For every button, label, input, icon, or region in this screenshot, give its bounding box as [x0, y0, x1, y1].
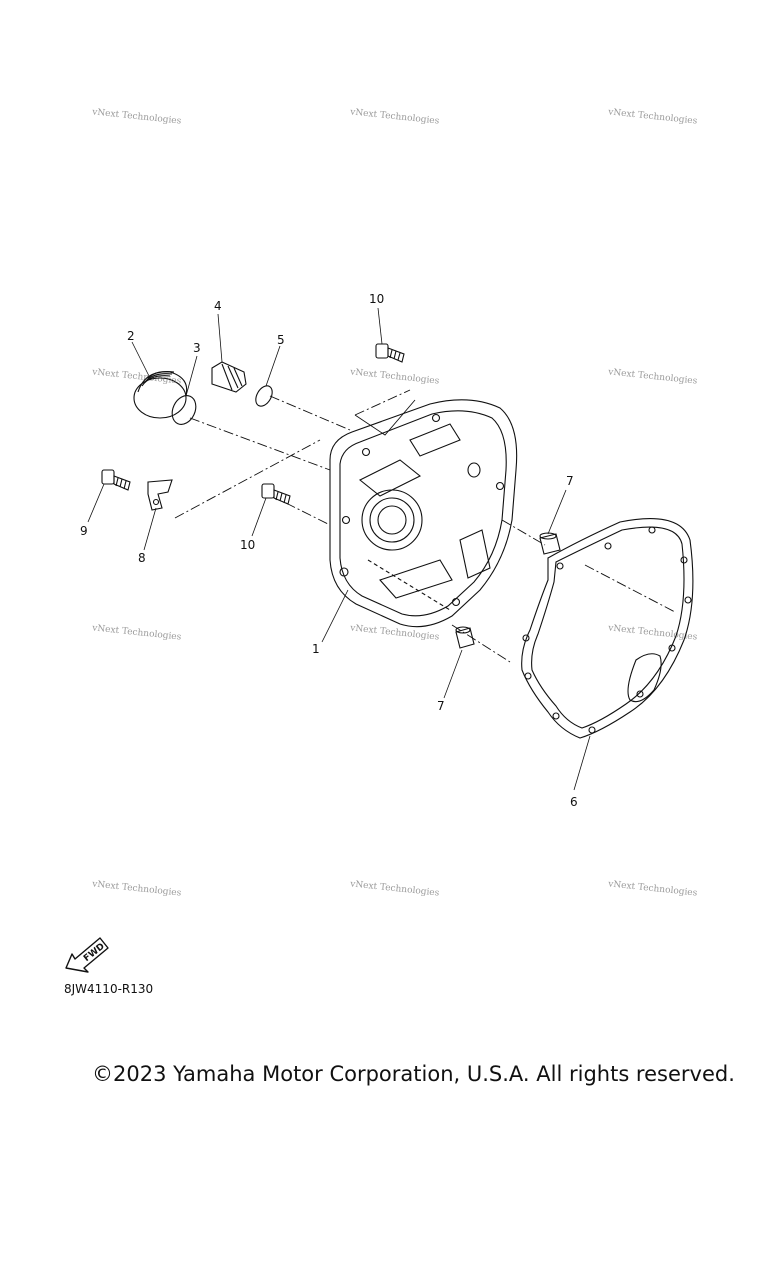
assembly-lines — [174, 389, 676, 663]
callout-2: 2 — [127, 329, 135, 343]
dowel-pin-part-7-upper — [539, 532, 561, 555]
callout-9: 9 — [80, 524, 88, 538]
leader-lines — [87, 307, 591, 791]
callout-10-mid: 10 — [240, 538, 255, 552]
bolt-part-10-mid — [261, 483, 291, 505]
clamp-part-8 — [147, 479, 173, 511]
plug-part-4 — [211, 361, 247, 393]
callout-8: 8 — [138, 551, 146, 565]
crankcase-cover-part-1 — [329, 399, 518, 628]
forward-arrow-icon: FWD — [65, 937, 109, 973]
callout-4: 4 — [214, 299, 222, 313]
o-ring-part-5 — [255, 385, 273, 407]
dowel-pin-part-7-lower — [455, 626, 475, 649]
copyright-notice: ©2023 Yamaha Motor Corporation, U.S.A. A… — [92, 1062, 735, 1086]
cap-part-2 — [133, 371, 188, 419]
callout-1: 1 — [312, 642, 320, 656]
bolt-part-9 — [101, 469, 131, 491]
gasket-part-6 — [521, 518, 694, 739]
callout-7-upper: 7 — [566, 474, 574, 488]
diagram-code: 8JW4110-R130 — [64, 982, 154, 996]
o-ring-part-3 — [171, 395, 197, 425]
callout-5: 5 — [277, 333, 285, 347]
callout-6: 6 — [570, 795, 578, 809]
bolt-part-10-top — [375, 343, 405, 363]
callout-10-top: 10 — [369, 292, 384, 306]
callout-7-lower: 7 — [437, 699, 445, 713]
callout-3: 3 — [193, 341, 201, 355]
